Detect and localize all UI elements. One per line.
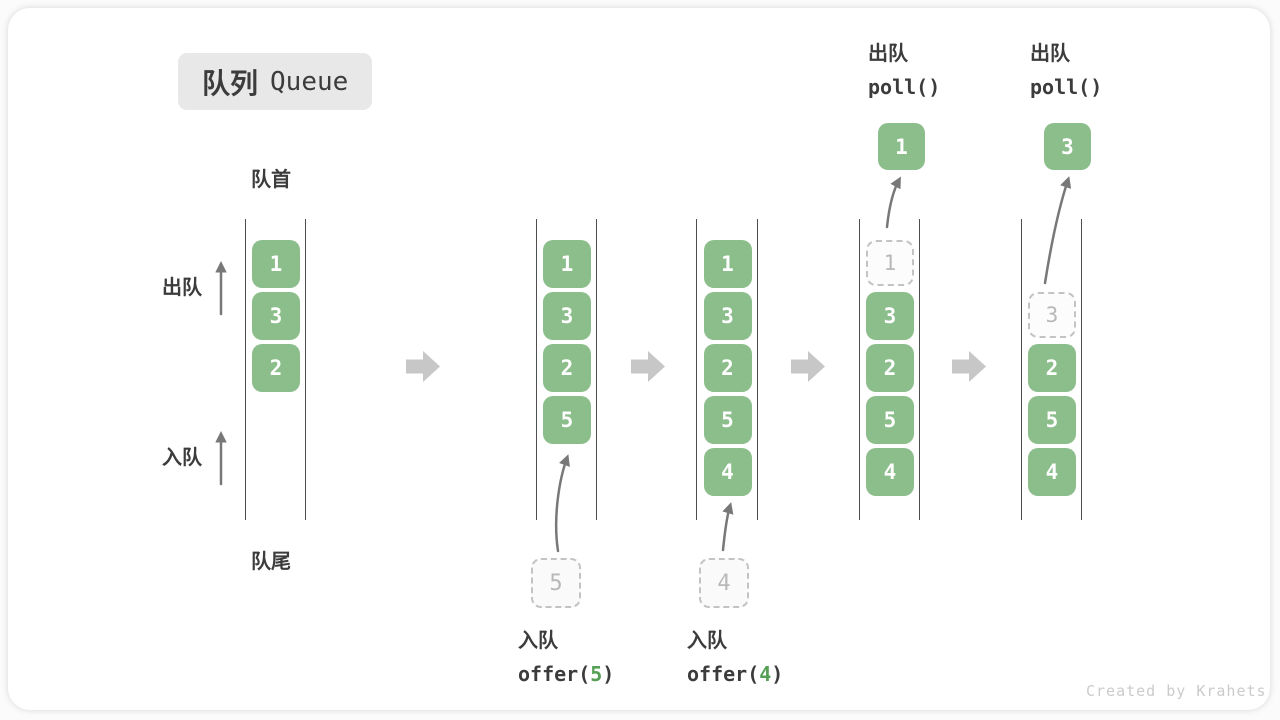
queue-column-state-poll-1: [858, 219, 921, 520]
label-enqueue-side: 入队: [162, 447, 202, 469]
queue-item: 2: [252, 344, 300, 392]
title-box: 队列 Queue: [178, 53, 373, 110]
offer-op-label: 入队 offer(5): [518, 625, 614, 691]
queue-column-state-initial: [244, 219, 307, 520]
step-arrow-icon: [952, 350, 986, 383]
offer-arg: 4: [759, 662, 772, 686]
step-arrow-icon: [406, 350, 440, 383]
queue-item: 2: [543, 344, 591, 392]
queue-item: 1: [543, 240, 591, 288]
label-queue-front: 队首: [251, 169, 291, 191]
title-zh: 队列: [202, 67, 259, 99]
offer-op-label-zh: 入队: [687, 630, 727, 652]
queue-item: 3: [703, 292, 752, 340]
offer-op-label-zh: 入队: [518, 630, 558, 652]
poll-op-label-zh: 出队: [868, 43, 908, 65]
label-queue-rear: 队尾: [251, 551, 291, 573]
extracted-item: 1: [878, 123, 925, 170]
poll-op-label-zh: 出队: [1030, 43, 1070, 65]
queue-item: 5: [703, 396, 752, 444]
poll-op-label: 出队 poll(): [1030, 38, 1102, 104]
offer-arg: 5: [590, 662, 603, 686]
queue-item: 4: [1028, 448, 1076, 496]
poll-op-label-code: poll(): [868, 75, 941, 99]
queue-item: 3: [543, 292, 591, 340]
queue-item: 1: [703, 240, 752, 288]
offer-op-label-code: offer(4): [687, 662, 784, 686]
queue-item: 2: [703, 344, 752, 392]
queue-item: 3: [866, 292, 914, 340]
queue-item: 5: [1028, 396, 1076, 444]
queue-item: 2: [866, 344, 914, 392]
queue-item: 5: [543, 396, 591, 444]
title-en: Queue: [270, 66, 349, 97]
queue-item: 1: [252, 240, 300, 288]
queue-item: 2: [1028, 344, 1076, 392]
offer-op-label-code: offer(5): [518, 662, 615, 686]
step-arrow-icon: [791, 350, 825, 383]
queue-item: 4: [866, 448, 914, 496]
queue-column-state-after-offer-4: [696, 219, 758, 520]
step-arrow-icon: [631, 350, 665, 383]
queue-item: 3: [252, 292, 300, 340]
label-dequeue-side: 出队: [162, 277, 202, 299]
extracted-item: 3: [1044, 123, 1091, 170]
pending-item: 4: [699, 558, 749, 608]
poll-op-label-code: poll(): [1030, 75, 1103, 99]
queue-item: 5: [866, 396, 914, 444]
watermark: Created by Krahets: [1086, 682, 1267, 700]
queue-column-state-poll-3: [1020, 219, 1083, 520]
queue-item-ghost: 3: [1028, 292, 1076, 338]
queue-item: 4: [703, 448, 752, 496]
pending-item: 5: [531, 558, 581, 608]
offer-op-label: 入队 offer(4): [687, 625, 783, 691]
queue-item-ghost: 1: [866, 240, 914, 286]
poll-op-label: 出队 poll(): [868, 38, 940, 104]
queue-column-state-after-offer-5: [535, 219, 598, 520]
